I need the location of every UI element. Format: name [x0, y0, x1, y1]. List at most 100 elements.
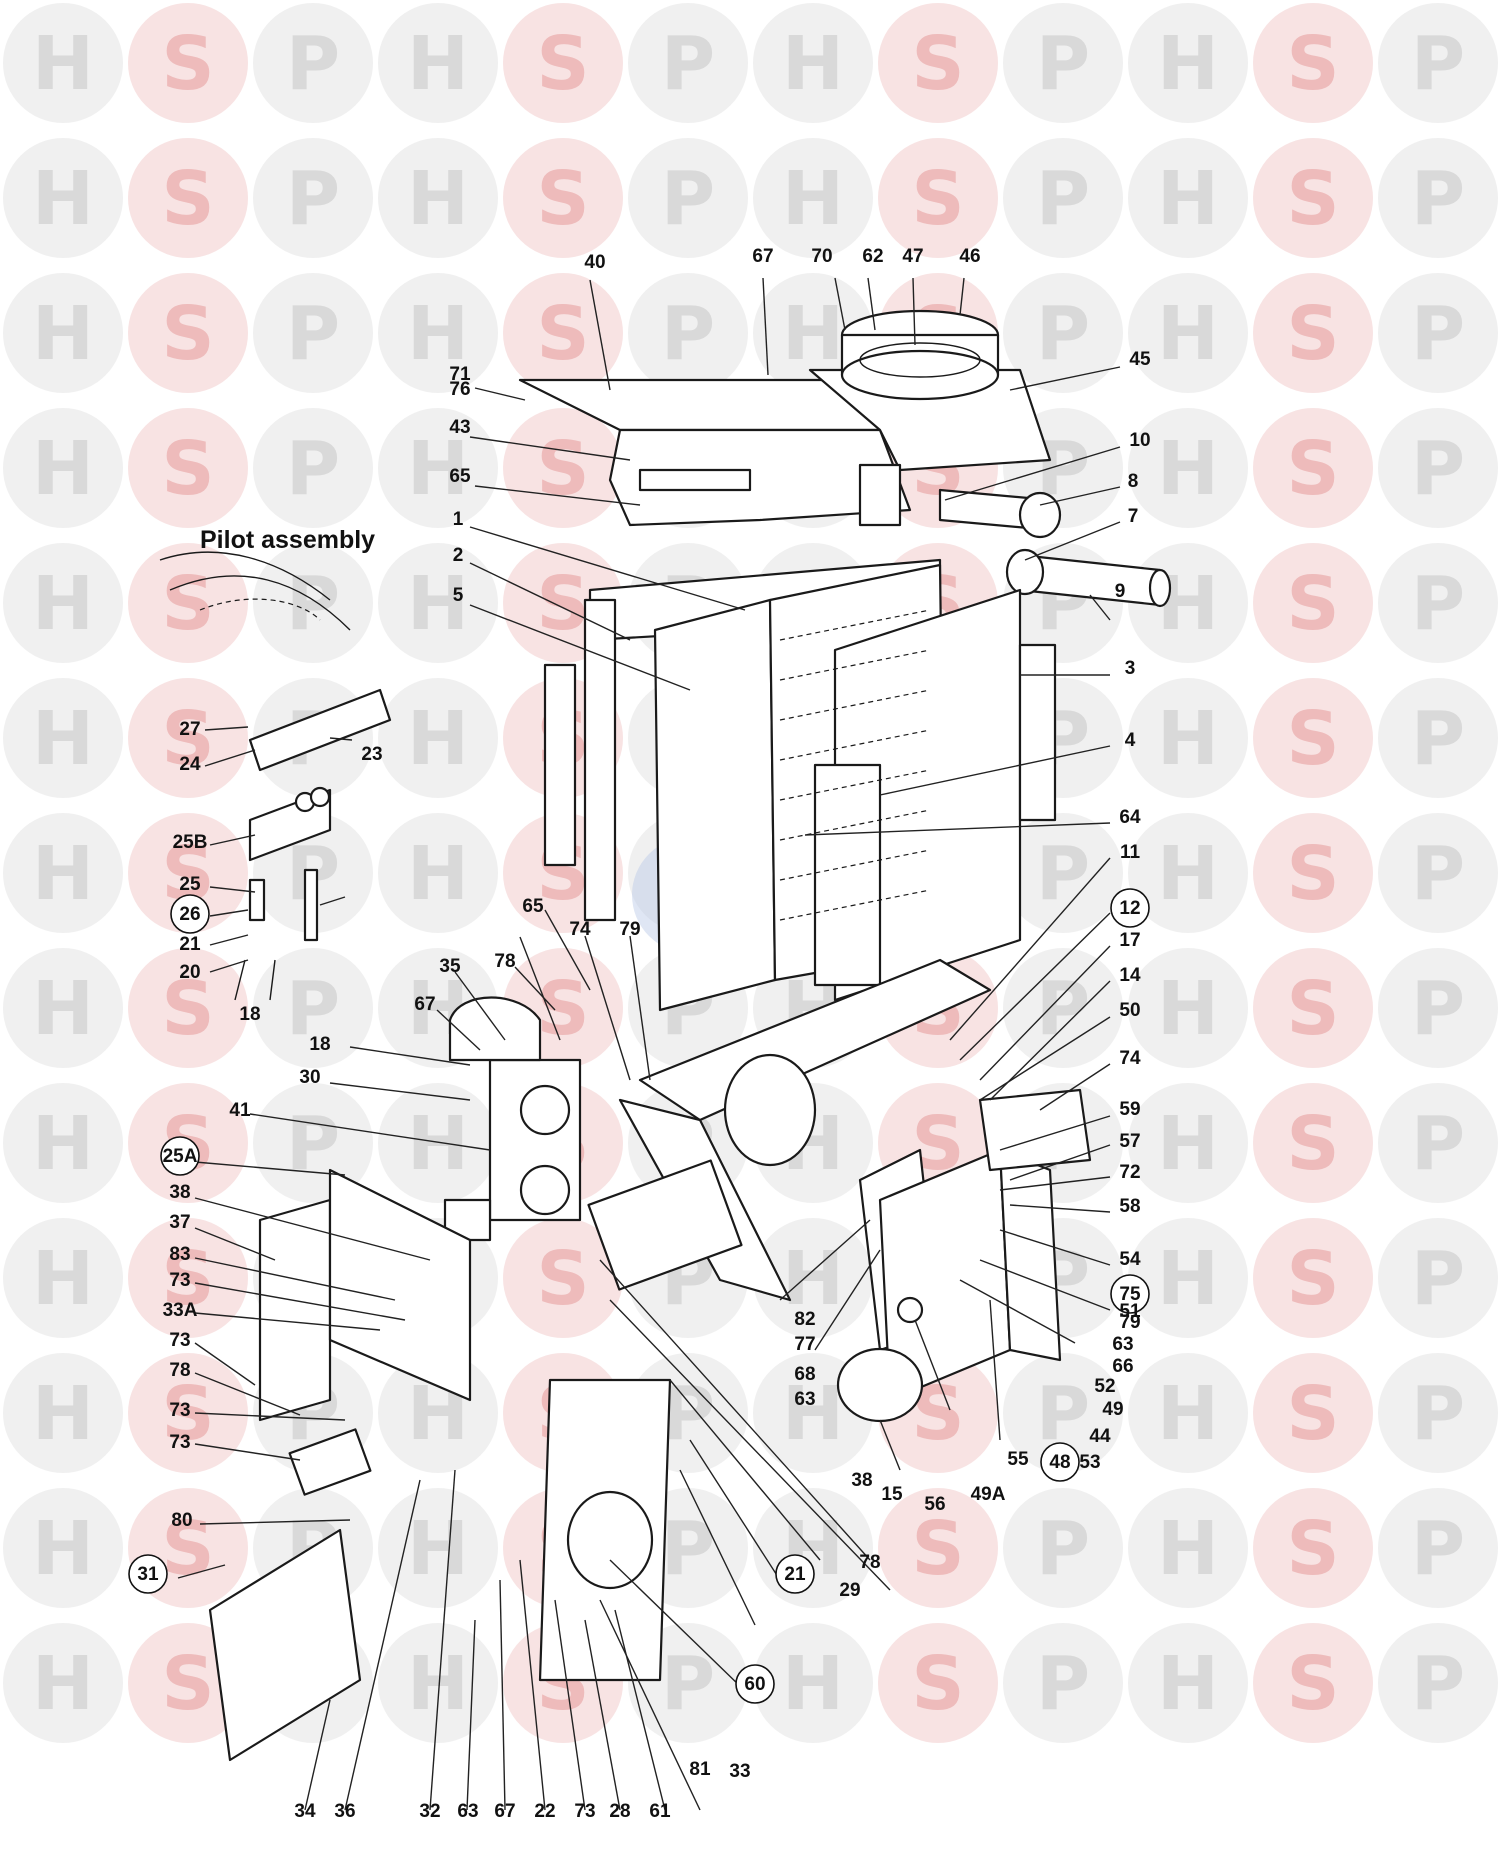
watermark-letter: H: [1157, 21, 1219, 107]
watermark-circle: [1003, 948, 1123, 1068]
part-callout-label: 24: [179, 754, 201, 775]
watermark-letter: S: [161, 966, 214, 1052]
pilot-assembly-title: Pilot assembly: [200, 526, 375, 554]
part-callout-label: 56: [924, 1494, 945, 1515]
watermark-tile: S: [503, 408, 623, 528]
watermark-letter: H: [407, 156, 469, 242]
part-callout-label: 21: [784, 1564, 806, 1585]
part-callout-label: 65: [522, 896, 544, 917]
watermark-letter: S: [1286, 696, 1339, 782]
part-callout-label: 44: [1089, 1426, 1111, 1447]
watermark-letter: P: [1411, 1236, 1465, 1322]
callout-ring: [1110, 1274, 1150, 1314]
part-callout-label: 1: [453, 509, 464, 530]
part-callout-label: 41: [229, 1100, 251, 1121]
part-callout-label: 68: [794, 1364, 815, 1385]
watermark-circle: [378, 678, 498, 798]
watermark-circle: [1253, 273, 1373, 393]
part-callout-label: 17: [1119, 930, 1140, 951]
watermark-letter: P: [1411, 21, 1465, 107]
watermark-letter: S: [161, 1236, 214, 1322]
part-callout-label: 4: [1125, 730, 1136, 751]
part-callout-label: 2: [453, 545, 464, 566]
watermark-letter: S: [536, 291, 589, 377]
watermark-tile: P: [1003, 273, 1123, 393]
watermark-circle: [378, 813, 498, 933]
watermark-tile: P: [253, 543, 373, 663]
part-callout-label: 48: [1049, 1452, 1070, 1473]
watermark-circle: [1003, 3, 1123, 123]
watermark-tile: H: [378, 813, 498, 933]
part-callout-label: 82: [794, 1309, 815, 1330]
watermark-letter: H: [1157, 1101, 1219, 1187]
part-callout-label: 18: [309, 1034, 330, 1055]
watermark-circle: [3, 273, 123, 393]
watermark-letter: S: [161, 426, 214, 512]
watermark-letter: H: [32, 1641, 94, 1727]
watermark-tile: H: [3, 1218, 123, 1338]
watermark-tile: H: [378, 3, 498, 123]
watermark-circle: [378, 543, 498, 663]
watermark-circle: [878, 3, 998, 123]
part-callout-label: 25B: [173, 832, 208, 853]
watermark-tile: S: [1253, 813, 1373, 933]
watermark-circle: [1253, 813, 1373, 933]
watermark-tile: P: [253, 3, 373, 123]
watermark-circle: [1003, 1353, 1123, 1473]
part-callout-label: 73: [169, 1400, 190, 1421]
watermark-circle: [878, 1488, 998, 1608]
part-callout-label: 27: [179, 719, 200, 740]
watermark-circle: [378, 273, 498, 393]
watermark-tile: P: [1378, 273, 1498, 393]
watermark-circle: [3, 138, 123, 258]
watermark-circle: [128, 1353, 248, 1473]
watermark-letter: S: [536, 426, 589, 512]
watermark-tile: H: [3, 3, 123, 123]
callout-ring: [160, 1136, 200, 1176]
part-callout-label: 40: [584, 252, 605, 273]
part-callout-label: 45: [1129, 349, 1151, 370]
watermark-tile: P: [1378, 1083, 1498, 1203]
part-callout-label: 49: [1102, 1399, 1123, 1420]
watermark-tile: P: [253, 273, 373, 393]
watermark-circle: [3, 1218, 123, 1338]
watermark-circle: [378, 138, 498, 258]
watermark-tile: P: [1003, 813, 1123, 933]
watermark-tile: S: [128, 1218, 248, 1338]
part-callout-label: 31: [137, 1564, 159, 1585]
watermark-tile: H: [3, 678, 123, 798]
watermark-letter: S: [1286, 21, 1339, 107]
watermark-letter: S: [161, 21, 214, 107]
part-callout-label: 78: [859, 1552, 880, 1573]
watermark-circle: [753, 3, 873, 123]
part-callout-label: 64: [1119, 807, 1141, 828]
watermark-tile: P: [1378, 813, 1498, 933]
watermark-letter: P: [1036, 1641, 1090, 1727]
watermark-circle: [1378, 543, 1498, 663]
watermark-circle: [128, 678, 248, 798]
watermark-tile: P: [1378, 138, 1498, 258]
watermark-letter: H: [407, 831, 469, 917]
part-callout-label: 73: [574, 1801, 595, 1822]
part-callout-label: 67: [414, 994, 435, 1015]
watermark-letter: H: [1157, 831, 1219, 917]
watermark-tile: P: [1378, 1623, 1498, 1743]
watermark-circle: [1128, 1488, 1248, 1608]
watermark-tile: P: [1003, 3, 1123, 123]
watermark-circle: [253, 948, 373, 1068]
watermark-tile: H: [3, 1488, 123, 1608]
watermark-circle: [253, 543, 373, 663]
part-callout-label: 47: [902, 246, 923, 267]
watermark-letter: P: [661, 291, 715, 377]
watermark-circle: [503, 273, 623, 393]
watermark-tile: S: [1253, 543, 1373, 663]
watermark-letter: S: [911, 1641, 964, 1727]
part-callout-label: 51: [1119, 1301, 1141, 1322]
watermark-tile: H: [753, 273, 873, 393]
watermark-circle: [253, 138, 373, 258]
watermark-circle: [1253, 543, 1373, 663]
callout-ring: [735, 1664, 775, 1704]
watermark-tile: H: [378, 1623, 498, 1743]
watermark-tile: S: [1253, 1083, 1373, 1203]
watermark-tile: H: [378, 138, 498, 258]
